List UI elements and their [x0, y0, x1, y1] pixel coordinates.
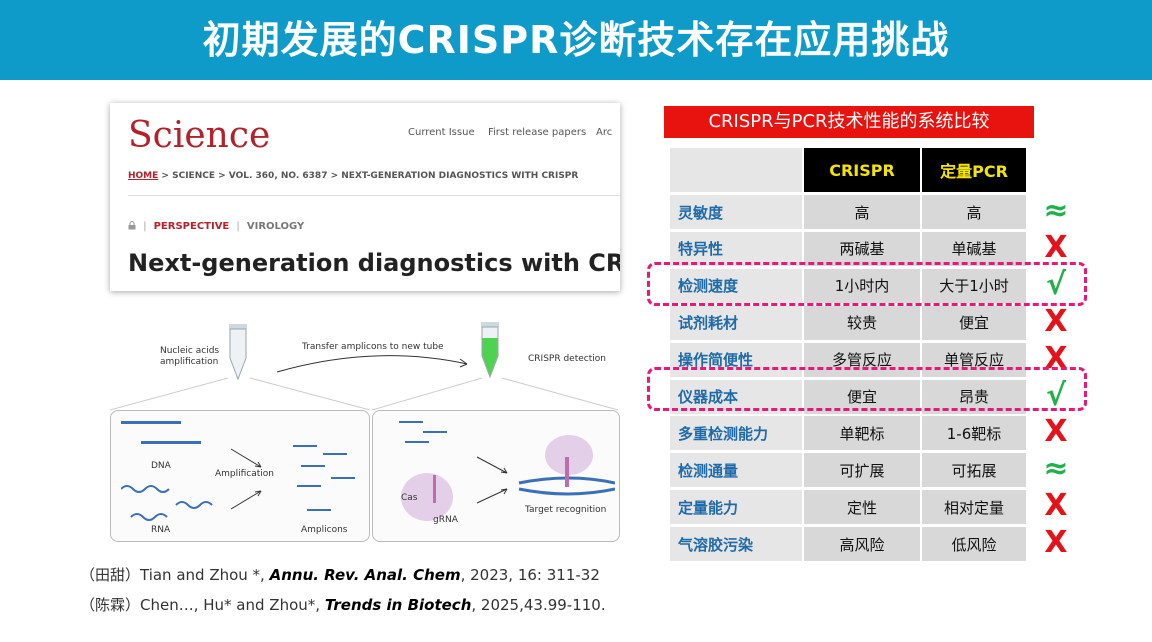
nav-archive[interactable]: Arc — [596, 127, 613, 138]
row-label: 定量能力 — [670, 490, 802, 525]
tube1-label: Nucleic acids amplification — [160, 346, 220, 367]
crispr-workflow-diagram: Nucleic acids amplification Transfer amp… — [110, 310, 620, 542]
row-label: 灵敏度 — [670, 195, 802, 229]
amplification-panel: DNA Amplification RNA Amplicons — [110, 410, 370, 542]
pcr-value: 大于1小时 — [922, 268, 1026, 303]
article-tags: | PERSPECTIVE | VIROLOGY — [128, 221, 304, 232]
row-label: 操作简便性 — [670, 342, 802, 377]
crispr-value: 高风险 — [804, 527, 920, 562]
breadcrumb-home[interactable]: HOME — [128, 171, 159, 181]
reference-1: （田甜）Tian and Zhou *, Annu. Rev. Anal. Ch… — [80, 566, 600, 584]
cross-icon: X — [1044, 488, 1068, 524]
crispr-tube-icon — [481, 322, 499, 378]
row-label: 检测速度 — [670, 268, 802, 303]
target-recognition-label: Target recognition — [525, 505, 607, 515]
crispr-value: 便宜 — [804, 379, 920, 414]
row-label: 仪器成本 — [670, 379, 802, 414]
pcr-value: 高 — [922, 195, 1026, 229]
crispr-value: 多管反应 — [804, 342, 920, 377]
pcr-value: 单碱基 — [922, 231, 1026, 266]
tube2-label: CRISPR detection — [528, 354, 606, 364]
lock-icon — [128, 221, 136, 230]
highlight-speed — [647, 262, 1087, 306]
tag-virology[interactable]: VIROLOGY — [246, 221, 305, 232]
cas-label: Cas — [401, 493, 418, 503]
pcr-value: 昂贵 — [922, 379, 1026, 414]
approx-icon: ≈ — [1043, 193, 1069, 228]
amplicons-label: Amplicons — [301, 525, 348, 535]
amplification-label: Amplification — [215, 469, 275, 479]
pcr-value: 单管反应 — [922, 342, 1026, 377]
breadcrumb: HOME > SCIENCE > VOL. 360, NO. 6387 > NE… — [128, 171, 578, 181]
row-label: 气溶胶污染 — [670, 527, 802, 562]
arrow-icon — [276, 355, 468, 373]
tag-perspective[interactable]: PERSPECTIVE — [153, 221, 230, 232]
crispr-value: 两碱基 — [804, 231, 920, 266]
nav-first-release[interactable]: First release papers — [488, 127, 587, 138]
comparison-title: CRISPR与PCR技术性能的系统比较 — [664, 106, 1034, 138]
cross-icon: X — [1044, 340, 1068, 376]
highlight-instrument-cost — [647, 367, 1087, 411]
crispr-value: 定性 — [804, 490, 920, 525]
breadcrumb-path: > SCIENCE > VOL. 360, NO. 6387 > NEXT-GE… — [158, 171, 579, 181]
pcr-value: 相对定量 — [922, 490, 1026, 525]
transfer-label: Transfer amplicons to new tube — [302, 342, 444, 352]
column-header-pcr: 定量PCR — [922, 148, 1026, 192]
crispr-value: 高 — [804, 195, 920, 229]
pcr-value: 1-6靶标 — [922, 416, 1026, 451]
nav-current-issue[interactable]: Current Issue — [408, 127, 475, 138]
header-banner: 初期发展的CRISPR诊断技术存在应用挑战 — [0, 0, 1152, 80]
science-article-card: Science Current Issue First release pape… — [110, 103, 620, 291]
dna-label: DNA — [151, 461, 171, 471]
crispr-illustration — [399, 421, 615, 521]
crispr-value: 单靶标 — [804, 416, 920, 451]
article-headline: Next-generation diagnostics with CRISPR — [128, 249, 620, 277]
row-label: 检测通量 — [670, 453, 802, 488]
grna-label: gRNA — [433, 515, 458, 525]
reference-2: （陈霖）Chen…, Hu* and Zhou*, Trends in Biot… — [80, 596, 606, 614]
cross-icon: X — [1044, 414, 1068, 450]
pcr-value: 便宜 — [922, 305, 1026, 340]
tube-icon — [229, 324, 247, 380]
crispr-value: 较贵 — [804, 305, 920, 340]
row-label: 特异性 — [670, 231, 802, 266]
cross-icon: X — [1044, 525, 1068, 561]
table-corner — [670, 148, 802, 192]
check-icon: √ — [1045, 266, 1066, 302]
page-title: 初期发展的CRISPR诊断技术存在应用挑战 — [202, 18, 950, 62]
amplification-illustration — [121, 421, 355, 521]
cross-icon: X — [1044, 229, 1068, 265]
check-icon: √ — [1045, 377, 1066, 413]
pcr-value: 低风险 — [922, 527, 1026, 562]
crispr-detection-panel: Cas gRNA Target recognition — [372, 410, 620, 542]
cross-icon: X — [1044, 303, 1068, 339]
row-label: 多重检测能力 — [670, 416, 802, 451]
rna-label: RNA — [151, 525, 171, 535]
crispr-value: 1小时内 — [804, 268, 920, 303]
column-header-crispr: CRISPR — [804, 148, 920, 192]
zoom-lines — [110, 377, 619, 411]
row-label: 试剂耗材 — [670, 305, 802, 340]
science-logo: Science — [128, 115, 271, 156]
divider — [128, 195, 620, 196]
approx-icon: ≈ — [1043, 451, 1069, 487]
crispr-value: 可扩展 — [804, 453, 920, 488]
pcr-value: 可拓展 — [922, 453, 1026, 488]
